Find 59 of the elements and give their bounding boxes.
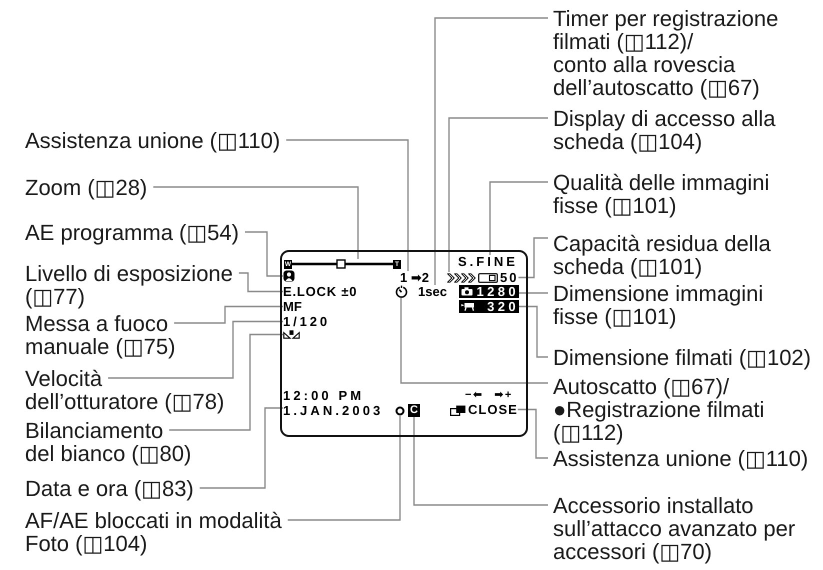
- date-readout: 1.JAN.2003: [283, 403, 384, 418]
- timer-readout: 1sec: [418, 285, 447, 298]
- time-readout: 12:00 PM: [283, 388, 364, 403]
- leader-line: [434, 17, 548, 285]
- focus-mode-readout: MF: [283, 300, 302, 313]
- callout-label: Autoscatto (◫67)/ ●Registrazione filmati (◫112): [553, 374, 764, 444]
- leader-line: [153, 186, 359, 259]
- chevrons-icon: [447, 273, 477, 283]
- leader-line: [489, 181, 548, 255]
- movie-size-display: [459, 300, 519, 313]
- shots-remaining-readout: 50: [500, 271, 518, 284]
- callout-label: Qualità delle immagini fisse (◫101): [553, 170, 770, 216]
- callout-label: Velocità dell’otturatore (◫78): [25, 366, 224, 412]
- leader-line: [174, 306, 283, 324]
- callout-label: Assistenza unione (◫110): [553, 446, 808, 470]
- leader-line: [519, 306, 548, 358]
- callout-label: Timer per registrazione filmati (◫112)/ conto alla rovescia dell’autoscatto (◫67): [553, 6, 778, 98]
- callout-label: Capacità residua della scheda (◫101): [553, 232, 771, 278]
- zoom-indicator: [284, 259, 401, 269]
- image-size-display: [459, 285, 519, 298]
- stitch-order-readout: 1 ➡2: [400, 271, 429, 284]
- callout-label: AF/AE bloccati in modalità Foto (◫104): [25, 508, 282, 554]
- image-quality-readout: S.FINE: [458, 255, 518, 268]
- leader-line: [413, 417, 548, 506]
- leader-line: [518, 408, 548, 459]
- leader-line: [519, 292, 548, 294]
- leader-line: [200, 407, 283, 489]
- leader-line: [238, 272, 283, 292]
- callout-label: Data e ora (◫83): [25, 476, 194, 500]
- callout-label: Dimensione filmati (◫102): [553, 346, 811, 368]
- accessory-indicator: C: [408, 404, 420, 417]
- leader-line: [286, 139, 409, 271]
- timer-icon: [395, 285, 408, 298]
- leader-line: [169, 334, 283, 431]
- person-icon: [283, 270, 295, 282]
- callout-label: Accessorio installato sull’attacco avanzato per accessori (◫70): [553, 494, 796, 562]
- lcd-screen: [280, 250, 528, 437]
- leader-line: [518, 237, 548, 278]
- leader-line: [108, 320, 283, 379]
- callout-label: Livello di esposizione (◫77): [25, 262, 233, 308]
- callout-label: Bilanciamento del bianco (◫80): [25, 418, 192, 464]
- callout-label: Assistenza unione (◫110): [25, 128, 280, 152]
- bowtie-icon: [283, 330, 300, 339]
- callout-label: Messa a fuoco manuale (◫75): [25, 312, 176, 358]
- leader-line: [288, 416, 401, 521]
- leader-line: [448, 117, 548, 272]
- ring-icon: [395, 406, 405, 416]
- shutter-speed-readout: 1/120: [283, 315, 330, 328]
- callout-label: Dimensione immagini fisse (◫101): [553, 282, 764, 328]
- leader-line: [244, 231, 283, 277]
- callout-label: AE programma (◫54): [25, 220, 239, 244]
- movie-size-value: 320: [487, 300, 519, 313]
- stitch-close-readout: CLOSE: [468, 403, 518, 416]
- direction-readout: −⬅ ➡+: [465, 389, 513, 401]
- image-size-value: 1280: [476, 285, 519, 298]
- callout-label: Zoom (◫28): [25, 176, 148, 198]
- leader-line: [400, 298, 548, 384]
- exposure-lock-readout: E.LOCK ±0: [283, 285, 358, 298]
- callout-label: Display di accesso alla scheda (◫104): [553, 106, 776, 152]
